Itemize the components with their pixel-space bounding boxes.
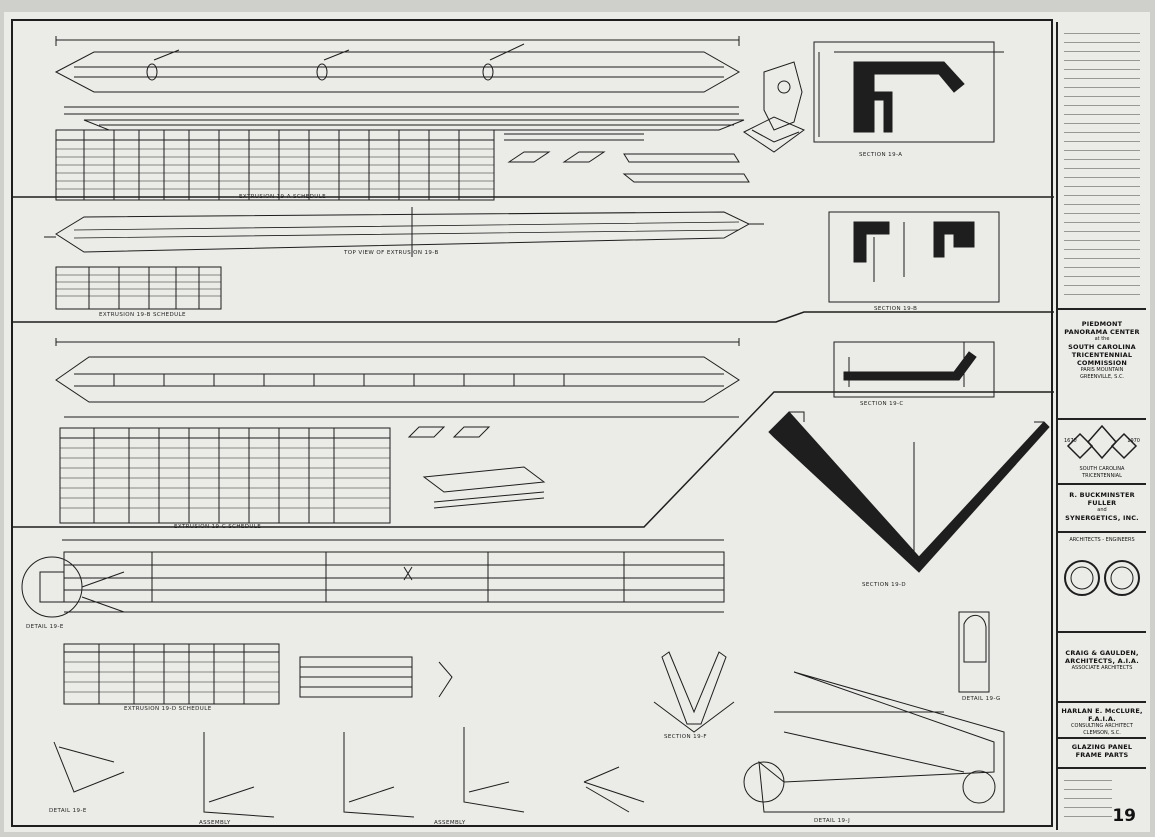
extrusion-ib-schedule-table	[55, 266, 222, 310]
caption-ext-ia-schedule: EXTRUSION 19-A SCHEDULE	[239, 194, 326, 200]
blueprint-sheet: EXTRUSION 19-A SCHEDULE SECTION 19-A TOP…	[4, 12, 1150, 832]
consulting-line-1: HARLAN E. McCLURE, F.A.I.A.	[1061, 707, 1143, 723]
emblem-icon	[1066, 424, 1138, 460]
caption-detail-ig: DETAIL 19-G	[962, 696, 1001, 702]
drawing-area	[11, 19, 1054, 827]
section-ib	[828, 211, 1000, 303]
hanger-detail	[743, 61, 805, 153]
seal-stamps	[1064, 560, 1140, 596]
caption-section-if: SECTION 19-F	[664, 734, 707, 740]
section-ia	[813, 41, 1004, 143]
engineer-line-2: and	[1097, 507, 1107, 513]
extrusion-ib-top-view	[44, 207, 764, 257]
caption-detail-ij-2: DETAIL 19-E	[49, 808, 87, 814]
engineer-line-3: SYNERGETICS, INC.	[1065, 514, 1139, 522]
extrusion-ia-schedule-table	[55, 129, 495, 201]
sheet-title-block: GLAZING PANEL FRAME PARTS	[1058, 739, 1146, 769]
consulting-line-2: CONSULTING ARCHITECT	[1071, 723, 1133, 729]
project-line-2: PANORAMA CENTER	[1064, 328, 1140, 336]
caption-section-ia: SECTION 19-A	[859, 152, 903, 158]
tricentennial-emblem: 1670 1970 SOUTH CAROLINA TRICENTENNIAL	[1058, 420, 1146, 485]
section-ic	[833, 341, 995, 398]
caption-assembly-2: ASSEMBLY	[434, 820, 466, 826]
extrusion-ic-elevation	[55, 338, 740, 418]
engineer-line-1: R. BUCKMINSTER FULLER	[1069, 491, 1135, 507]
caption-ext-ic-schedule: EXTRUSION 19-C SCHEDULE	[174, 524, 262, 530]
associates-line-1: CRAIG & GAULDEN,	[1065, 649, 1139, 657]
project-line-5: TRICENTENNIAL	[1071, 351, 1133, 359]
project-line-7: PARIS MOUNTAIN	[1080, 367, 1124, 373]
emblem-caption-2: TRICENTENNIAL	[1082, 473, 1122, 479]
sheet-border	[11, 19, 1053, 827]
sheet-number: 19	[1112, 806, 1136, 826]
caption-assembly-1: ASSEMBLY	[199, 820, 231, 826]
emblem-year-start: 1670	[1064, 438, 1077, 444]
detail-sketches-ia	[504, 133, 750, 183]
caption-section-ib: SECTION 19-B	[874, 306, 918, 312]
caption-top-view-ib: TOP VIEW OF EXTRUSION 19-B	[344, 250, 439, 256]
title-block: PIEDMONT PANORAMA CENTER at the SOUTH CA…	[1056, 22, 1146, 830]
section-if	[653, 651, 735, 733]
engineer-role: ARCHITECTS - ENGINEERS	[1069, 537, 1135, 543]
sheet-title-line-2: FRAME PARTS	[1075, 751, 1129, 759]
clip-detail	[299, 656, 453, 698]
extrusion-ic-schedule-table	[59, 427, 391, 524]
project-line-4: SOUTH CAROLINA	[1068, 343, 1136, 351]
consulting-line-3: CLEMSON, S.C.	[1083, 730, 1121, 736]
engineer-seal-block: ARCHITECTS - ENGINEERS	[1058, 533, 1146, 633]
project-block: PIEDMONT PANORAMA CENTER at the SOUTH CA…	[1058, 310, 1146, 420]
extrusion-ia-elevation	[54, 36, 745, 131]
caption-detail-ie: DETAIL 19-E	[26, 624, 64, 630]
consulting-block: HARLAN E. McCLURE, F.A.I.A. CONSULTING A…	[1058, 703, 1146, 739]
extrusion-id-elevation	[62, 539, 725, 613]
project-line-3: at the	[1094, 336, 1110, 342]
band-divider-3	[12, 391, 1054, 528]
general-notes-block	[1058, 22, 1146, 310]
caption-ext-id-schedule: EXTRUSION 19-D SCHEDULE	[124, 706, 212, 712]
detail-sketches-ic	[407, 426, 546, 509]
sheet-title-line-1: GLAZING PANEL	[1071, 743, 1133, 751]
assemblies	[53, 727, 645, 818]
band-divider-2	[12, 311, 1054, 323]
caption-section-ic: SECTION 19-C	[860, 401, 904, 407]
extrusion-id-schedule-table	[63, 643, 280, 705]
engineer-block: R. BUCKMINSTER FULLER and SYNERGETICS, I…	[1058, 485, 1146, 533]
detail-ie-circle	[21, 556, 125, 618]
project-line-6: COMMISSION	[1076, 359, 1128, 367]
emblem-caption-1: SOUTH CAROLINA	[1079, 466, 1125, 472]
detail-ij-hanger	[743, 671, 1005, 813]
project-line-8: GREENVILLE, S.C.	[1079, 374, 1125, 380]
detail-ig	[958, 611, 990, 693]
associates-line-2: ARCHITECTS, A.I.A.	[1065, 657, 1139, 665]
associates-line-3: ASSOCIATE ARCHITECTS	[1071, 665, 1133, 671]
emblem-year-end: 1970	[1127, 438, 1140, 444]
revision-block: 19	[1058, 769, 1146, 830]
associates-block: CRAIG & GAULDEN, ARCHITECTS, A.I.A. ASSO…	[1058, 633, 1146, 703]
section-id-angle	[768, 411, 1050, 573]
caption-detail-ij: DETAIL 19-J	[814, 818, 851, 824]
caption-section-id: SECTION 19-D	[862, 582, 906, 588]
project-line-1: PIEDMONT	[1081, 320, 1123, 328]
caption-ext-ib-schedule: EXTRUSION 19-B SCHEDULE	[99, 312, 186, 318]
